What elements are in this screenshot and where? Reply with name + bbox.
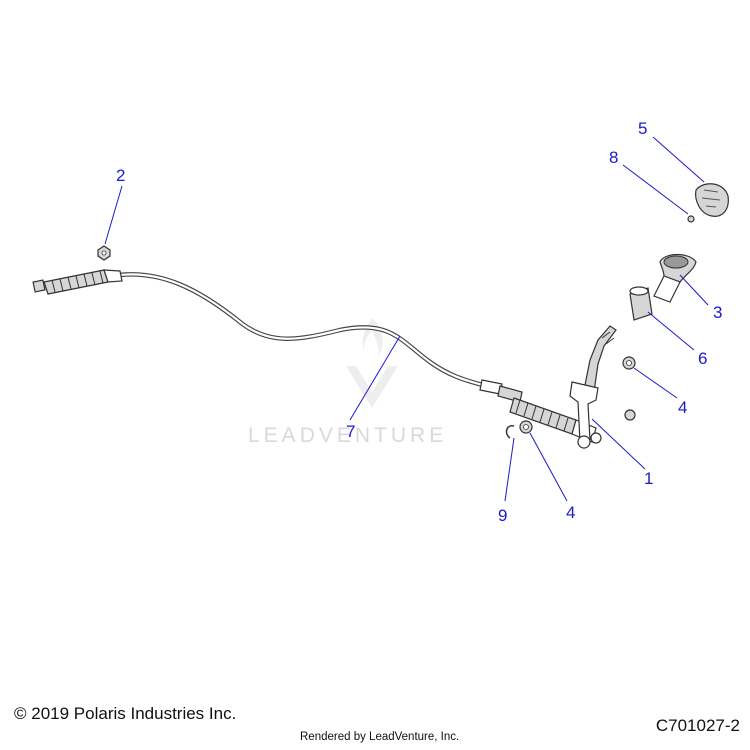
shift-lever xyxy=(569,325,617,449)
cable-left-boot xyxy=(32,269,123,295)
callout-6: 6 xyxy=(698,349,707,368)
callout-8: 8 xyxy=(609,148,618,167)
knob-cap-part-5 xyxy=(695,183,729,217)
callout-1: 1 xyxy=(644,469,653,488)
callout-4-lower: 4 xyxy=(566,503,575,522)
shift-knob-part-3 xyxy=(653,253,697,303)
watermark-text: LEADVENTURE xyxy=(248,424,448,447)
callouts: 2 5 8 3 6 4 7 1 9 4 xyxy=(116,119,722,525)
callout-9: 9 xyxy=(498,506,507,525)
copyright-notice: © 2019 Polaris Industries Inc. xyxy=(14,704,237,723)
nut-part-4-upper xyxy=(624,409,636,421)
sleeve-part-6 xyxy=(629,286,653,321)
callout-5: 5 xyxy=(638,119,647,138)
rendered-by-credit: Rendered by LeadVenture, Inc. xyxy=(300,731,460,743)
washer-part-4-upper xyxy=(622,356,636,370)
drawing-number: C701027-2 xyxy=(655,716,740,735)
nut-part-2 xyxy=(97,245,111,261)
leader-lines xyxy=(104,136,709,502)
screw-part-8 xyxy=(687,215,695,223)
washer-part-4-lower xyxy=(519,420,533,434)
callout-3: 3 xyxy=(713,303,722,322)
callout-7: 7 xyxy=(346,422,355,441)
callout-4-upper: 4 xyxy=(678,398,687,417)
e-clip-part-9 xyxy=(505,425,515,439)
shift-cable xyxy=(32,269,602,444)
callout-2: 2 xyxy=(116,166,125,185)
